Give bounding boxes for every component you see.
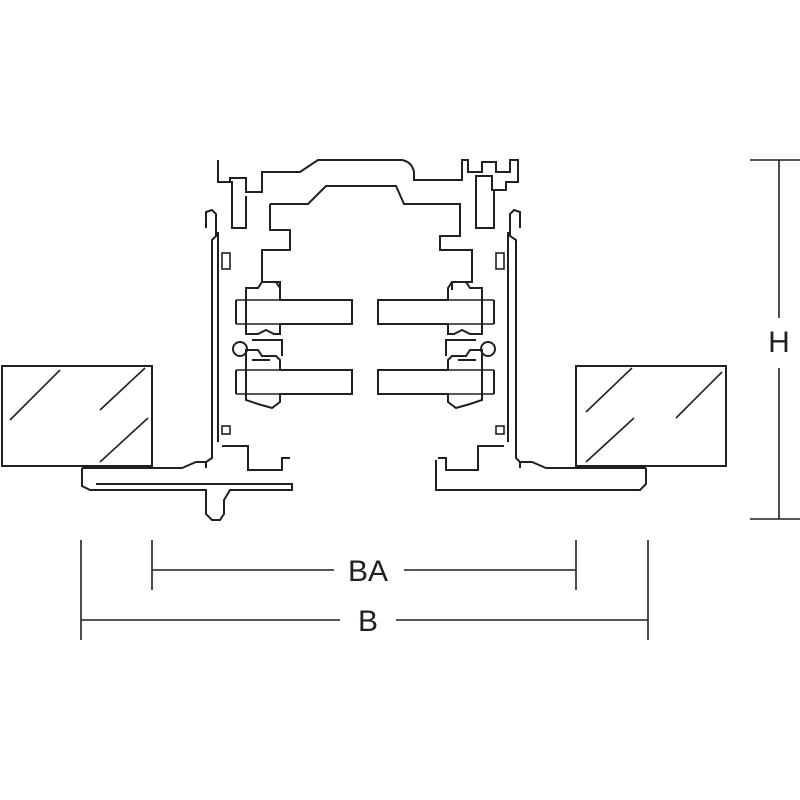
dimension-h: H [750, 159, 800, 520]
track-profile [81, 159, 647, 521]
left-conductors [232, 281, 353, 410]
dimension-ba: BA [151, 540, 577, 590]
left-ceiling-panel [1, 365, 153, 467]
dimension-b-label: B [358, 605, 378, 638]
dimension-b: B [80, 540, 649, 640]
dimension-h-label: H [768, 326, 790, 359]
dimension-ba-label: BA [348, 555, 388, 588]
right-conductors [377, 281, 496, 410]
right-ceiling-panel [575, 365, 727, 467]
